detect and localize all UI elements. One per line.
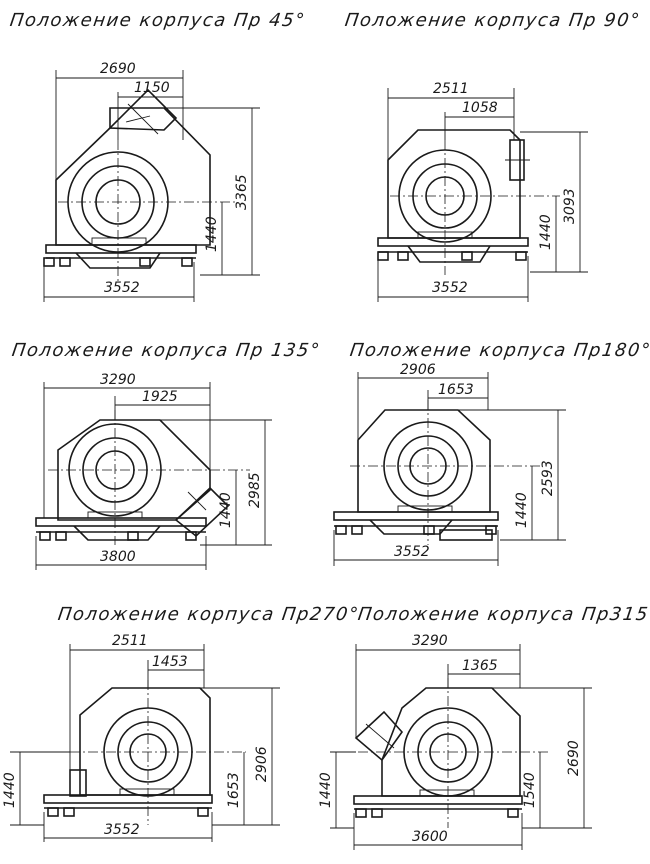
fan-view-270: 2511 1453 2906 1653 1440 3552: [2, 633, 280, 842]
outlet-270: [69, 769, 87, 797]
dim-axis-height: 1440: [204, 216, 220, 252]
dim-offset: 1150: [134, 80, 170, 96]
housing-outline: [381, 687, 521, 797]
dim-overall-width: 2511: [433, 81, 469, 97]
dim-offset: 1925: [142, 389, 178, 405]
dim-height: 3093: [562, 188, 578, 224]
dim-height: 3365: [234, 174, 250, 210]
base-frame: [333, 511, 499, 521]
dim-overall-width: 3290: [412, 633, 448, 649]
dim-overall-width: 2511: [112, 633, 148, 649]
vibration-mounts: [355, 808, 519, 818]
dim-base-width: 3552: [104, 280, 140, 296]
dim-height: 2906: [254, 746, 270, 782]
dim-height: 2985: [247, 472, 263, 508]
dim-offset: 1058: [462, 100, 498, 116]
dim-offset: 1453: [152, 654, 188, 670]
dim-overall-width: 2690: [100, 61, 136, 77]
dim-overall-width: 3290: [100, 372, 136, 388]
dim-base-width: 3552: [104, 822, 140, 838]
base-frame: [353, 795, 523, 805]
dim-base-width: 3600: [412, 829, 448, 845]
vibration-mounts: [43, 257, 193, 267]
dim-axis-height: 1440: [318, 772, 334, 808]
base-frame: [43, 794, 213, 804]
dim-overall-width: 2906: [400, 362, 436, 378]
fan-view-45: 2690 1150 3365 1440 3552: [43, 61, 260, 302]
dim-height: 2690: [566, 740, 582, 776]
dim-height: 2593: [540, 460, 556, 496]
fan-view-135: 3290 1925 2985 1440 3800: [35, 372, 272, 570]
vibration-mounts: [335, 525, 497, 535]
dim-axis-height: 1440: [538, 214, 554, 250]
fan-view-180: 2906 1653 2593 1440 3552: [333, 362, 566, 566]
housing-outline: [57, 419, 211, 521]
dim-secondary-height: 1540: [522, 772, 538, 808]
dim-axis-height: 1440: [514, 492, 530, 528]
dim-offset: 1365: [462, 658, 498, 674]
dim-base-width: 3800: [100, 549, 136, 565]
outlet-315: [354, 710, 404, 762]
outlet-135: [174, 486, 230, 538]
fan-view-315: 3290 1365 2690 1540 1440 3600: [318, 633, 592, 850]
dim-axis-height: 1440: [2, 772, 18, 808]
dim-axis-height: 1440: [218, 492, 234, 528]
fan-view-90: 2511 1058 3093 1440 3552: [377, 81, 588, 302]
housing-outline: [357, 409, 491, 513]
dim-offset: 1653: [438, 382, 474, 398]
vibration-mounts: [377, 251, 527, 261]
dim-secondary-height: 1653: [226, 772, 242, 808]
vibration-mounts: [39, 531, 197, 541]
outlet-180: [439, 529, 493, 541]
dim-base-width: 3552: [394, 544, 430, 560]
outlet-45: [108, 88, 178, 131]
dim-base-width: 3552: [432, 280, 468, 296]
vibration-mounts: [47, 807, 209, 817]
